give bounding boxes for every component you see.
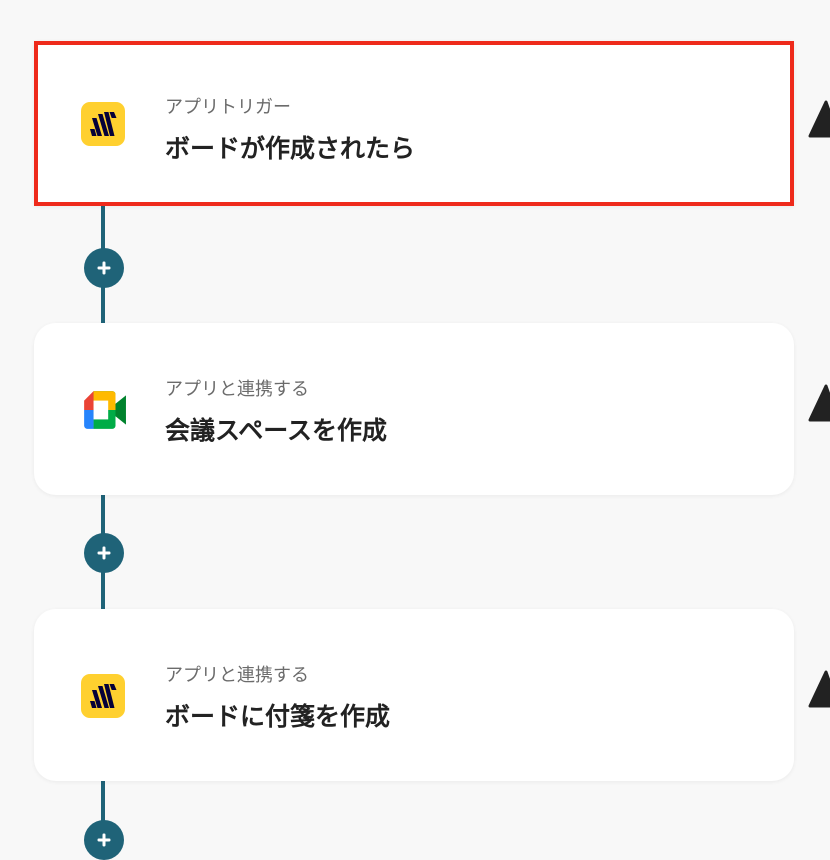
add-step-button[interactable] (84, 533, 124, 573)
flow-step-card-trigger[interactable]: アプリトリガー ボードが作成されたら (34, 41, 794, 206)
plus-icon (97, 833, 111, 847)
plus-icon (97, 546, 111, 560)
step-title: 会議スペースを作成 (165, 416, 388, 445)
google-meet-icon (84, 391, 126, 429)
flow-step-card-action[interactable]: アプリと連携する ボードに付箋を作成 (34, 609, 794, 781)
warning-triangle-icon (808, 100, 830, 138)
miro-icon (81, 674, 125, 718)
flow-step-card-action[interactable]: アプリと連携する 会議スペースを作成 (34, 323, 794, 495)
step-title: ボードに付箋を作成 (165, 702, 391, 731)
step-title: ボードが作成されたら (165, 134, 416, 163)
step-type-label: アプリと連携する (165, 379, 309, 400)
step-type-label: アプリと連携する (165, 665, 309, 686)
flow-connector-line (101, 780, 105, 858)
warning-triangle-icon (808, 384, 830, 422)
add-step-button[interactable] (84, 820, 124, 860)
warning-triangle-icon (808, 670, 830, 708)
step-type-label: アプリトリガー (165, 97, 291, 118)
add-step-button[interactable] (84, 248, 124, 288)
miro-icon (81, 102, 125, 146)
plus-icon (97, 261, 111, 275)
